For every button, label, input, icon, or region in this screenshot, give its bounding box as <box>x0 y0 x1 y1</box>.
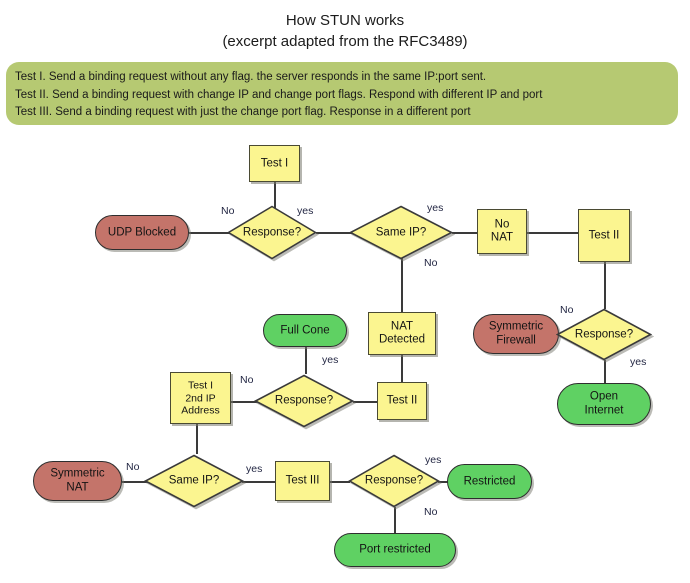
node-test-3[interactable]: Test III <box>275 461 330 501</box>
title-line-2: (excerpt adapted from the RFC3489) <box>222 33 468 50</box>
node-symmetric-nat-label: Symmetric NAT <box>34 468 121 495</box>
node-test-3-label: Test III <box>285 474 320 487</box>
edge-label-response1-yes: yes <box>297 205 314 217</box>
node-test-1[interactable]: Test I <box>249 145 300 182</box>
node-response-2[interactable]: Response? <box>254 374 354 428</box>
diamond-shape-5 <box>144 454 244 508</box>
node-test-1-label: Test I <box>260 156 289 169</box>
node-no-nat[interactable]: No NAT <box>477 209 527 254</box>
connector-sameip2-symnat <box>122 481 150 483</box>
diamond-shape-2 <box>349 205 453 260</box>
node-restricted-label: Restricted <box>463 474 516 487</box>
connector-test1-response1 <box>274 182 276 209</box>
node-port-restricted[interactable]: Port restricted <box>334 533 456 567</box>
node-open-internet-line1: Open <box>589 390 619 403</box>
node-test-2-right[interactable]: Test II <box>578 209 630 262</box>
edge-label-sameip1-yes: yes <box>427 202 444 214</box>
node-udp-blocked[interactable]: UDP Blocked <box>95 215 189 250</box>
node-nat-detected-label: NAT Detected <box>369 320 435 347</box>
node-test-2-mid-label: Test II <box>386 394 418 407</box>
node-test-1-second-ip-line1: Test I <box>187 379 214 392</box>
legend-banner: Test I. Send a binding request without a… <box>6 62 678 125</box>
node-open-internet-label: Open Internet <box>558 391 650 418</box>
node-symmetric-firewall-line1: Symmetric <box>488 320 544 333</box>
diamond-shape-3 <box>254 374 354 428</box>
edge-label-response1-no: No <box>221 205 235 217</box>
node-no-nat-label: No NAT <box>478 218 526 245</box>
edge-label-response3-no: No <box>560 304 574 316</box>
edge-label-response3-yes: yes <box>630 356 647 368</box>
diamond-shape-4 <box>556 308 652 361</box>
connector-sameip1-natdetected <box>401 258 403 312</box>
legend-line-1: Test I. Send a binding request without a… <box>15 71 487 83</box>
connector-response4-portrestricted <box>394 507 396 533</box>
node-test-2-right-label: Test II <box>588 228 620 241</box>
node-full-cone[interactable]: Full Cone <box>263 314 347 347</box>
connector-sameip2-test3 <box>242 481 275 483</box>
diamond-shape-6 <box>348 454 440 508</box>
connector-response3-openinternet <box>604 360 606 383</box>
node-symmetric-firewall-label: Symmetric Firewall <box>474 321 558 348</box>
connector-test2mid-response2 <box>353 401 377 403</box>
node-udp-blocked-label: UDP Blocked <box>107 225 177 238</box>
node-port-restricted-label: Port restricted <box>359 543 431 556</box>
node-symmetric-nat[interactable]: Symmetric NAT <box>33 461 122 501</box>
page-title: How STUN works (excerpt adapted from the… <box>0 10 690 52</box>
connector-response2-test1secondip <box>231 401 257 403</box>
node-same-ip-2[interactable]: Same IP? <box>144 454 244 508</box>
node-test-1-second-ip-line2: 2nd IP <box>185 391 216 404</box>
node-full-cone-label: Full Cone <box>280 323 330 336</box>
node-restricted[interactable]: Restricted <box>447 464 532 499</box>
node-symmetric-nat-line1: Symmetric <box>50 467 105 480</box>
node-nat-detected-line1: NAT <box>390 320 414 332</box>
connector-response1-udpblocked <box>189 232 234 234</box>
edge-label-response4-yes: yes <box>425 454 442 466</box>
legend-line-2: Test II. Send a binding request with cha… <box>15 88 543 101</box>
node-no-nat-line1: No <box>494 218 510 230</box>
edge-label-response2-yes: yes <box>322 354 339 366</box>
connector-response1-sameip1 <box>316 232 352 234</box>
node-test-2-mid[interactable]: Test II <box>377 382 427 420</box>
node-nat-detected[interactable]: NAT Detected <box>368 312 436 355</box>
node-nat-detected-line2: Detected <box>378 333 426 346</box>
connector-natdetected-test2mid <box>401 355 403 382</box>
connector-nonat-test2right <box>527 232 578 234</box>
node-open-internet-line2: Internet <box>584 404 624 416</box>
legend-line-3: Test III. Send a binding request with ju… <box>15 106 471 118</box>
node-test-1-second-ip-label: Test I 2nd IP Address <box>171 379 230 417</box>
connector-sameip1-nonat <box>452 232 477 234</box>
node-open-internet[interactable]: Open Internet <box>557 383 651 425</box>
node-no-nat-line2: NAT <box>490 231 514 244</box>
title-line-1: How STUN works <box>285 12 405 29</box>
edge-label-sameip2-yes: yes <box>246 463 263 475</box>
node-test-1-second-ip-line3: Address <box>181 404 220 417</box>
edge-label-response2-no: No <box>240 374 254 386</box>
connector-test3-response4 <box>330 481 350 483</box>
edge-label-sameip1-no: No <box>424 257 438 269</box>
edge-label-sameip2-no: No <box>126 461 140 473</box>
connector-response4-restricted <box>438 481 448 483</box>
node-symmetric-nat-line2: NAT <box>66 481 89 493</box>
node-symmetric-firewall[interactable]: Symmetric Firewall <box>473 314 559 354</box>
node-test-1-second-ip[interactable]: Test I 2nd IP Address <box>170 372 231 424</box>
connector-test2right-response3 <box>604 262 606 309</box>
diamond-shape-1 <box>227 205 317 260</box>
connector-response2-fullcone <box>305 347 307 374</box>
node-symmetric-firewall-line2: Firewall <box>496 334 536 346</box>
edge-label-response4-no: No <box>424 506 438 518</box>
connector-test1secondip-sameip2 <box>196 424 198 454</box>
